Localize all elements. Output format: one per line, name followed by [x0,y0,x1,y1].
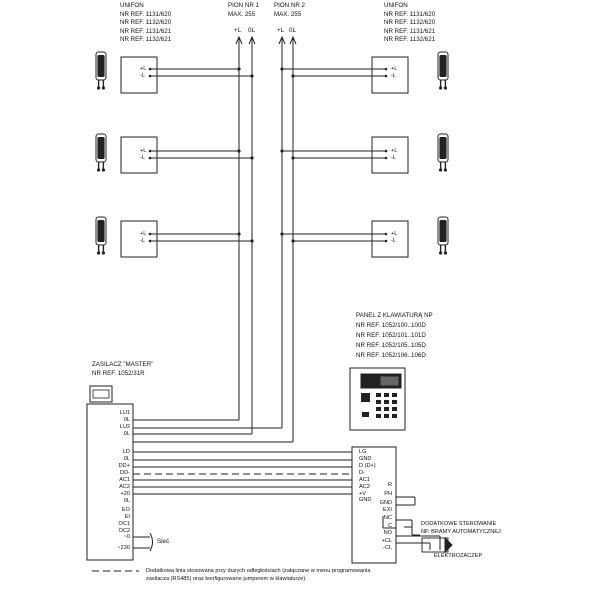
panel-label: PANEL Z KLAWIATURĄ NP NR REF. 1052/100..… [356,312,433,359]
pion2-plus: +L [277,27,285,34]
handset-right-1 [437,51,449,91]
panel-term-exi: EXI [382,507,392,513]
term-left-2-minus: -L [140,155,145,161]
psu-term-0l-4: 0L [123,498,130,504]
psu-term-lu2: LU2 [119,424,130,430]
psu-term-oc1: OC1 [118,521,130,527]
panel-term-lg: LG [359,449,367,455]
term-right-3-minus: -L [391,238,396,244]
pion1-zero: 0L [248,27,255,34]
pion2-zero: 0L [289,27,296,34]
elektrozaczep-label: ELEKTROZACZEP [434,553,483,559]
psu-term-plus20: +20 [120,491,131,497]
psu-term-0l-3: 0L [123,456,130,462]
psu-term-ac2: AC2 [119,484,130,490]
psu-term-dd-minus: DD- [120,470,130,476]
term-left-1-plus: +L [140,66,147,72]
term-left-2-plus: +L [140,148,147,154]
panel-term-ph: PH [384,491,392,497]
panel-term-gnd-2: GND [359,497,372,503]
psu-term-ac0: ~0 [123,534,130,540]
term-right-2-minus: -L [391,155,396,161]
handset-left-2 [95,133,107,173]
psu-term-ac230: ~230 [117,545,130,551]
panel-term-d-minus: D- [359,470,365,476]
term-left-3-plus: +L [140,231,147,237]
panel-term-gnd-1: GND [359,456,372,462]
panel-term-d-plus: D (D+) [359,463,376,469]
handset-left-1 [95,51,107,91]
term-left-3-minus: -L [140,238,145,244]
handset-right-3 [437,216,449,256]
panel-term-ac1: AC1 [359,477,370,483]
handset-right-2 [437,133,449,173]
term-right-1-plus: +L [391,66,398,72]
psu-term-oc2: OC2 [118,528,130,534]
psu-term-lu1: LU1 [119,410,130,416]
psu-term-0l-1: 0L [123,417,130,423]
panel-term-plus-v: +V [359,491,366,497]
term-right-3-plus: +L [391,231,398,237]
psu-term-ld: LD [122,449,130,455]
psu-term-ei: EI [124,514,130,520]
panel-term-no: NO [383,530,392,536]
panel-term-plus-cl: +CL [381,538,392,544]
handset-left-3 [95,216,107,256]
keypad-illustration [361,393,397,418]
psu-term-eo: EO [121,507,130,513]
footnote: Dodatkowa linia stosowana przy duzych od… [146,568,371,582]
mains-label: Sieć [157,538,170,545]
psu-term-ac1: AC1 [119,477,130,483]
term-left-1-minus: -L [140,73,145,79]
panel-term-nc: NC [383,515,392,521]
panel-term-c: C [387,523,392,529]
panel-term-minus-cl: -CL [382,545,392,551]
panel-term-ac2: AC2 [359,484,370,490]
psu-label: ZASILACZ "MASTER"NR REF. 1052/31R [92,361,154,377]
psu-term-0l-2: 0L [123,431,130,437]
panel-term-r: R [387,482,392,488]
pion1-plus: +L [234,27,242,34]
term-right-1-minus: -L [391,73,396,79]
psu-term-dd-plus: DD+ [118,463,130,469]
term-right-2-plus: +L [391,148,398,154]
panel-term-gnd-3: GND [379,500,392,506]
